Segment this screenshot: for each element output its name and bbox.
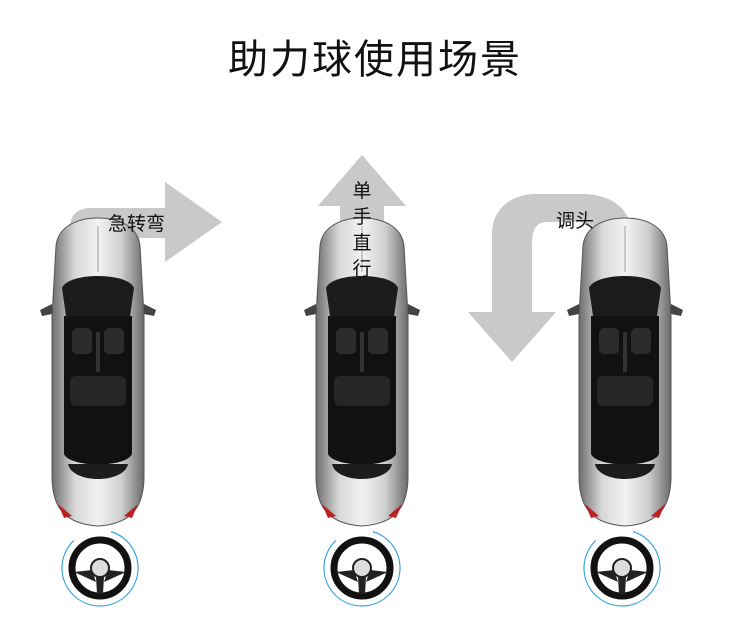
steering-wheel-icon [62, 530, 138, 606]
scene-label-sharp-turn: 急转弯 [108, 213, 166, 235]
steering-wheel-icon [584, 530, 660, 606]
steering-wheel-icon [324, 530, 400, 606]
u-turn-arrow-icon [468, 194, 632, 362]
scene-label-one-hand-straight: 单手直行 [352, 180, 372, 280]
car-icon [566, 217, 684, 527]
car-icon [39, 217, 157, 527]
page-title: 助力球使用场景 [228, 37, 522, 83]
scene-label-u-turn: 调头 [556, 210, 595, 232]
